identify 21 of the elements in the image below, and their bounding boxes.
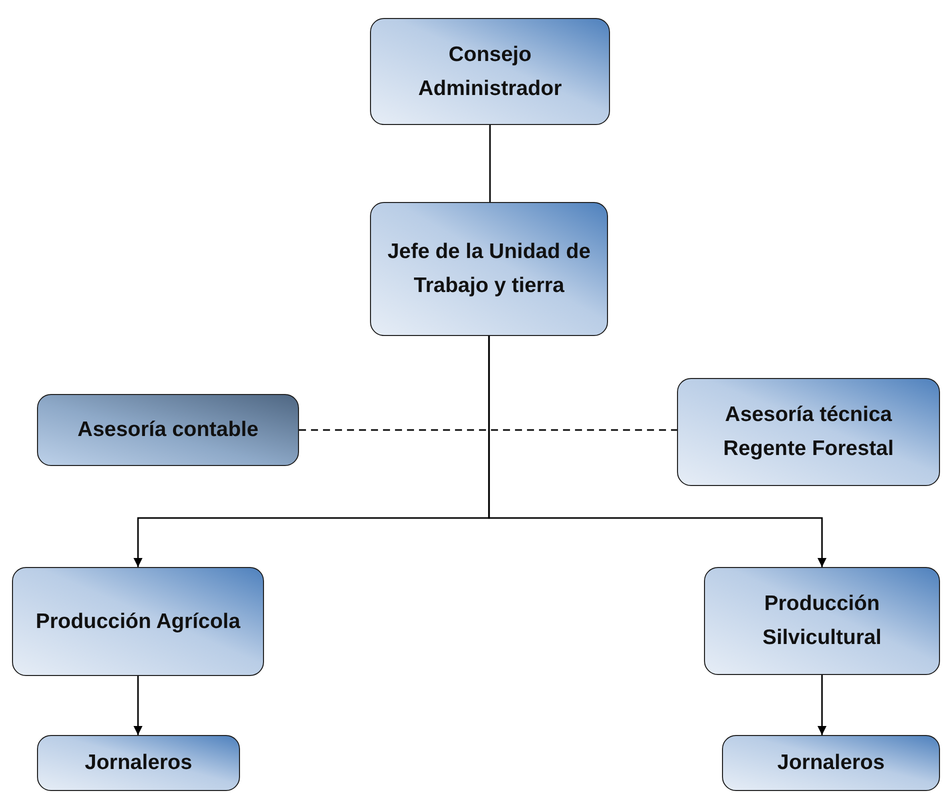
dashed-connector: [299, 429, 677, 431]
connector-line: [489, 125, 491, 202]
arrow: [134, 676, 142, 735]
org-box: [37, 735, 240, 791]
box-label: Producción Agrícola: [36, 608, 240, 634]
org-box: [370, 18, 610, 125]
box-label: Asesoría contable: [78, 417, 258, 443]
org-box: [722, 735, 940, 791]
arrow: [818, 675, 826, 735]
box-label: Jefe de la Unidad de Trabajo y tierra: [386, 239, 592, 299]
box-label: Consejo Administrador: [417, 42, 563, 102]
org-box: [704, 567, 940, 675]
arrow: [488, 336, 826, 567]
box-label: Jornaleros: [777, 750, 885, 776]
org-box: [677, 378, 940, 486]
org-box: [37, 394, 299, 466]
org-box: [370, 202, 608, 336]
box-label: Jornaleros: [84, 750, 192, 776]
org-box: [12, 567, 264, 676]
box-label: Asesoría técnica Regente Forestal: [722, 402, 895, 462]
box-label: Producción Silvicultural: [761, 591, 883, 651]
